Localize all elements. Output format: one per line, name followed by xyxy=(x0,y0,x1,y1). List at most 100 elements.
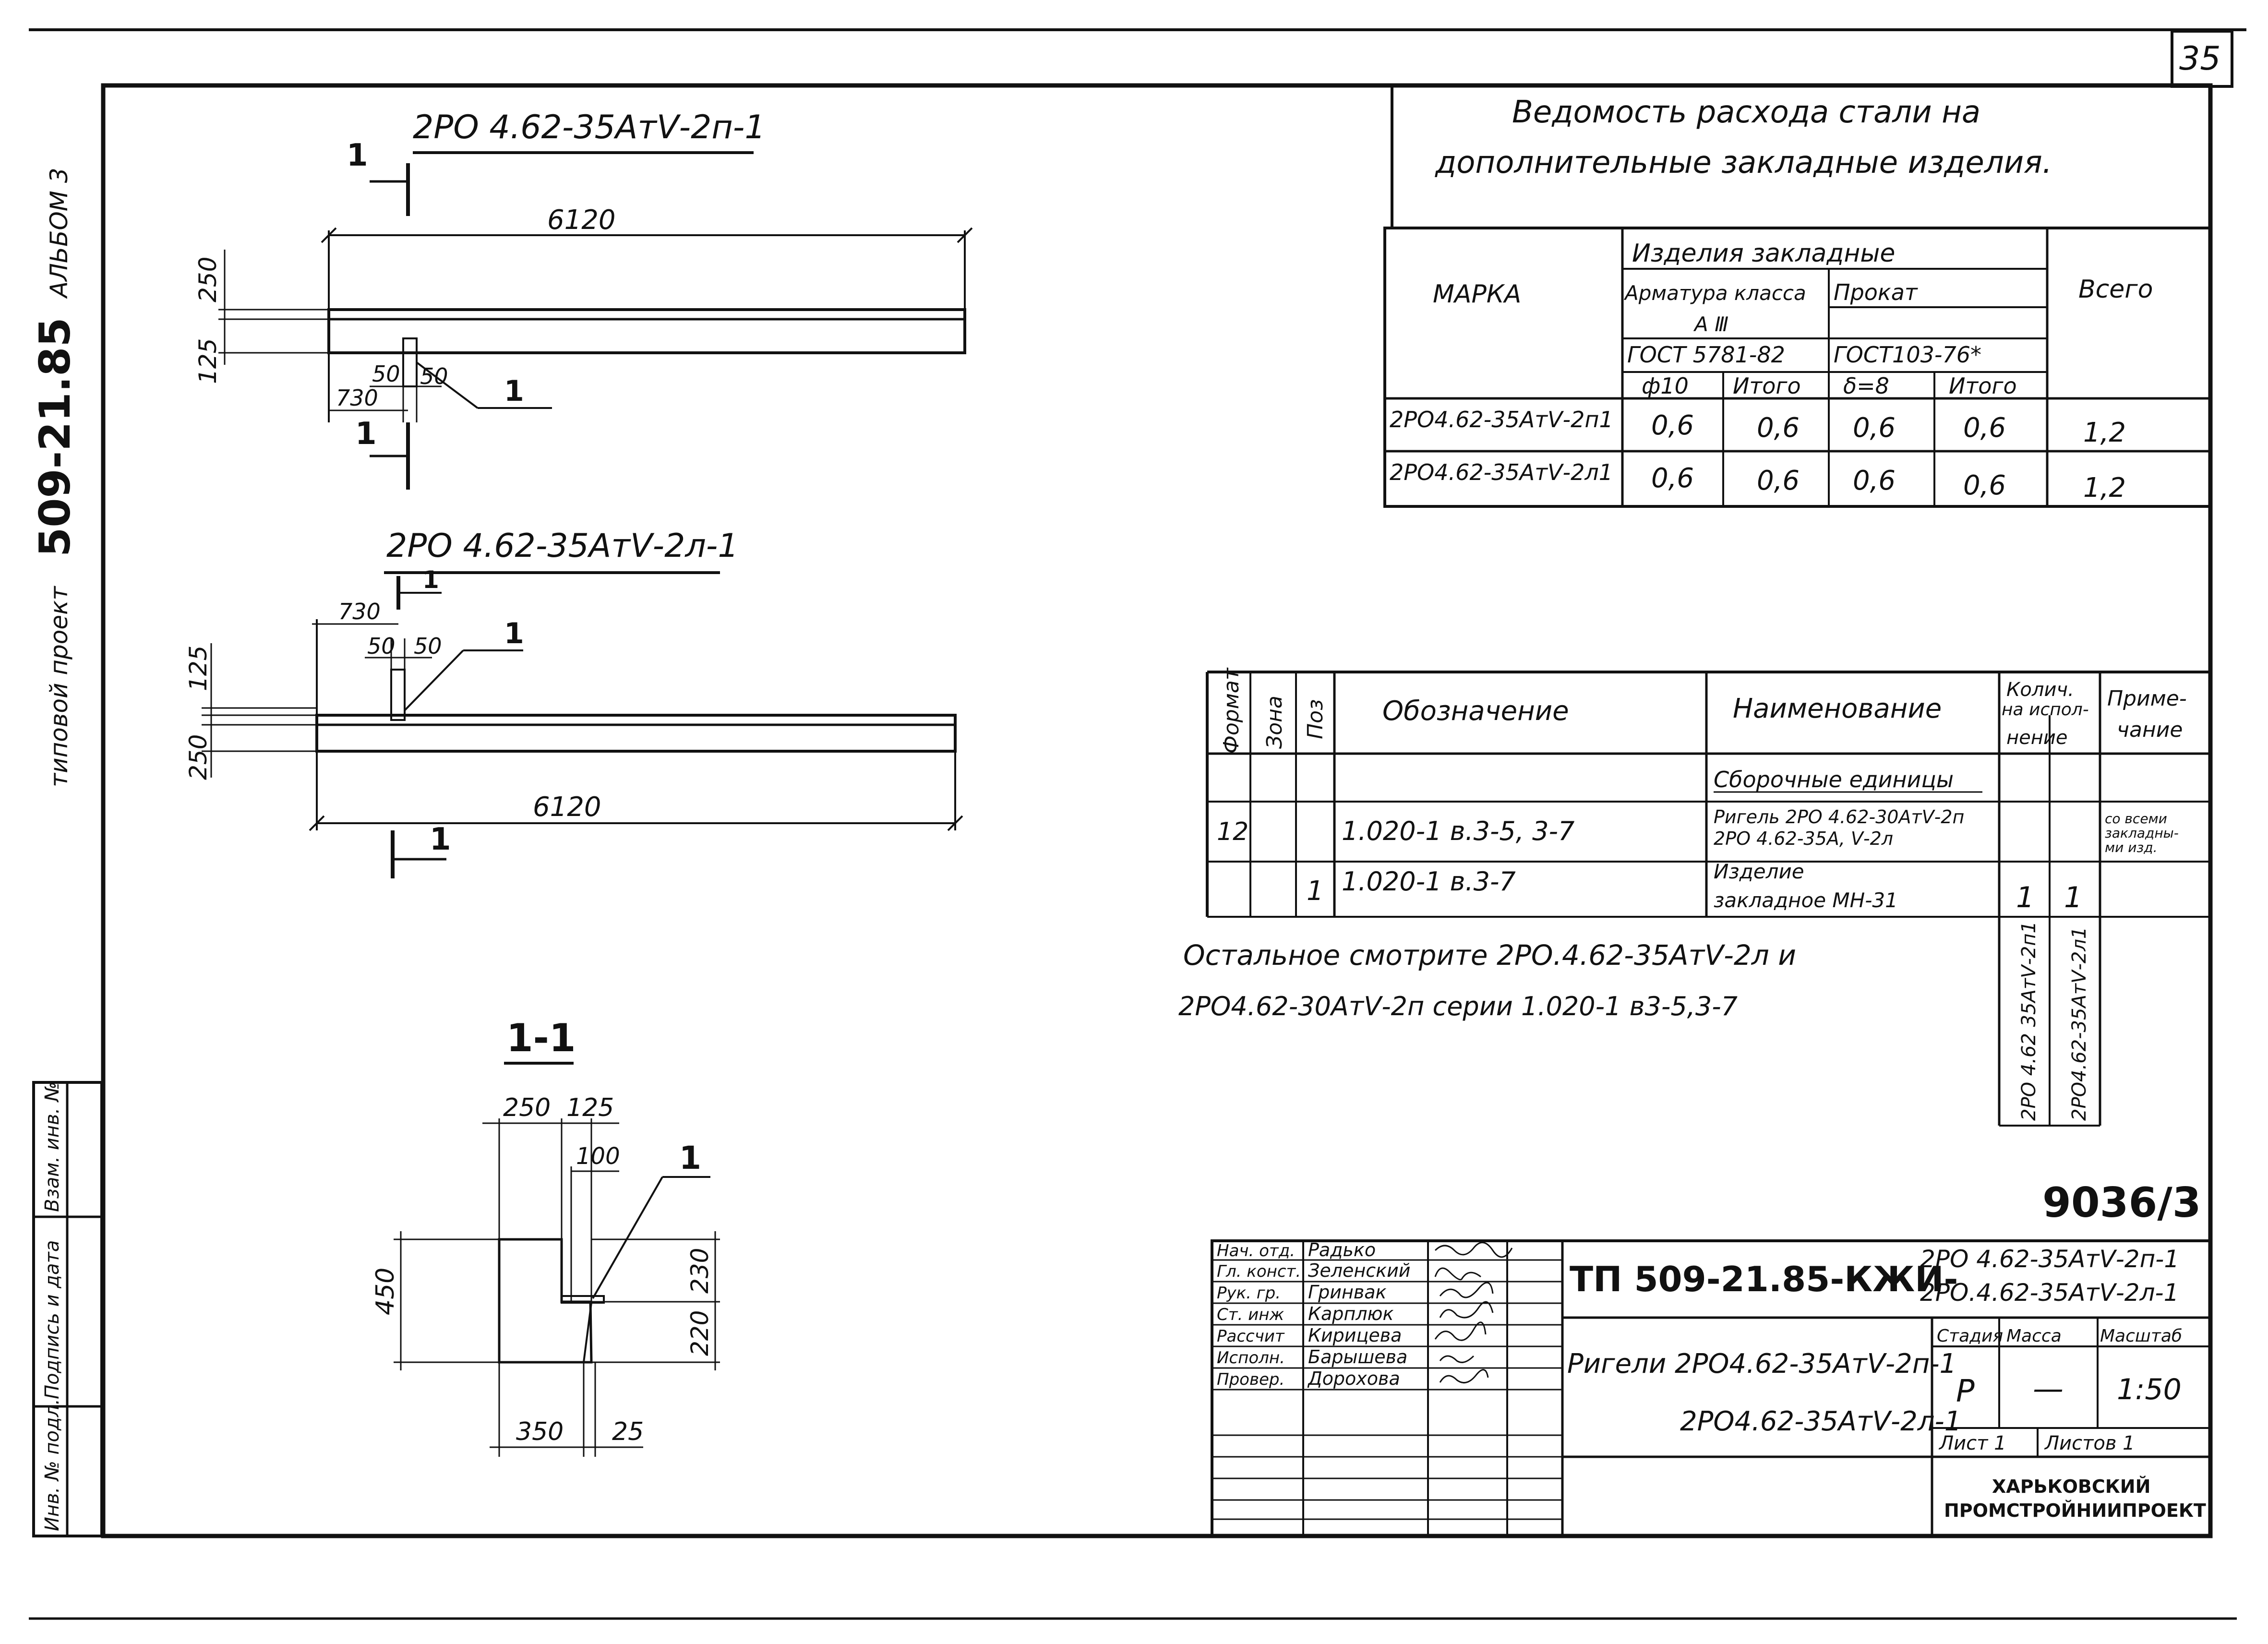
spec-variant-1: 2РО 4.62 35АтⅤ-2п1 xyxy=(2018,921,2040,1121)
tb-role-4: Ст. инж xyxy=(1217,1305,1284,1324)
beam-outline-top xyxy=(327,308,966,354)
steel-header-delta: δ=8 xyxy=(1843,373,1889,399)
spec-header-naimenovanie: Наименование xyxy=(1733,693,1942,724)
spec-row-2-naim-2: закладное МН-31 xyxy=(1714,888,1898,912)
spec-header-kol-3: нение xyxy=(2006,727,2068,749)
spec-row-1-prim-3: ми изд. xyxy=(2105,840,2158,855)
section-dim-125: 125 xyxy=(566,1093,614,1122)
steel-row-1-itogo1: 0,6 xyxy=(1757,412,1800,444)
steel-row-1-marka: 2РО4.62-35АтⅤ-2п1 xyxy=(1390,407,1613,432)
notes: Остальное смотрите 2РО.4.62-35АтⅤ-2л и 2… xyxy=(1178,939,1796,1021)
section-dim-350: 350 xyxy=(516,1417,564,1446)
section-dim-220: 220 xyxy=(686,1310,714,1356)
tb-name-2: Зеленский xyxy=(1308,1260,1411,1281)
plan-view-bottom: 2РО 4.62-35АтⅤ-2л-1 1 1 6120 125 250 50 xyxy=(184,527,963,878)
tb-name-1: Радько xyxy=(1308,1239,1376,1260)
plan-bottom-dim-250: 250 xyxy=(184,734,212,780)
steel-header-armatura-class: А Ⅲ xyxy=(1693,312,1728,336)
title-block: Нач. отд. Радько Гл. конст. Зеленский Ру… xyxy=(1211,1239,2212,1537)
plan-top-title: 2РО 4.62-35АтⅤ-2п-1 xyxy=(413,108,766,146)
beam-outline-bottom xyxy=(315,714,957,753)
section-dim-25: 25 xyxy=(612,1417,644,1446)
tb-role-1: Нач. отд. xyxy=(1217,1241,1295,1260)
spec-row-2-kol-2: 1 xyxy=(2064,881,2082,914)
stamp-inv-podl: Инв. № подл. xyxy=(41,1399,63,1531)
section-title: 1-1 xyxy=(506,1016,576,1060)
plan-top-callout: 1 xyxy=(504,374,524,408)
plan-bottom-callout: 1 xyxy=(504,617,524,650)
note-line-1: Остальное смотрите 2РО.4.62-35АтⅤ-2л и xyxy=(1183,939,1796,972)
plan-bottom-dim-50b: 50 xyxy=(414,633,442,659)
spec-header-format: Формат xyxy=(1219,667,1244,754)
section-view: 1-1 250 125 100 450 230 220 350 2 xyxy=(371,1016,720,1457)
spec-row-1-oboznachenie: 1.020-1 в.3-5, 3-7 xyxy=(1342,816,1574,846)
steel-header-marka: МАРКА xyxy=(1433,280,1521,309)
tb-org-line-1: ХАРЬКОВСКИЙ xyxy=(1992,1476,2150,1497)
plan-bottom-dim-50a: 50 xyxy=(367,633,396,659)
signatures xyxy=(1434,1242,1513,1384)
steel-row-1-delta8: 0,6 xyxy=(1853,412,1896,444)
tb-massa: — xyxy=(2033,1371,2064,1407)
page-number: 35 xyxy=(2179,40,2221,78)
steel-header-phi: ф10 xyxy=(1642,373,1689,399)
tb-role-6: Исполн. xyxy=(1217,1348,1285,1368)
steel-row-2-vsego: 1,2 xyxy=(2083,472,2126,504)
section-dim-230: 230 xyxy=(686,1248,714,1294)
section-dim-450: 450 xyxy=(371,1268,400,1315)
plan-bottom-title: 2РО 4.62-35АтⅤ-2л-1 xyxy=(386,527,739,565)
tb-list: Лист 1 xyxy=(1938,1432,2006,1454)
plan-top-dim-250: 250 xyxy=(194,257,222,302)
stamp-vzam-inv: Взам. инв. № xyxy=(41,1081,63,1212)
spec-row-1-naim-2: 2РО 4.62-35А, Ⅴ-2л xyxy=(1714,828,1893,849)
spec-variant-2: 2РО4.62-35АтⅤ-2л1 xyxy=(2068,927,2090,1121)
section-embedded-plate xyxy=(561,1295,605,1304)
embedded-plate-bottom xyxy=(390,669,406,721)
section-dim-100: 100 xyxy=(576,1143,620,1170)
plan-view-top: 2РО 4.62-35АтⅤ-2п-1 1 1 6120 250 125 50 … xyxy=(194,108,973,490)
main-frame xyxy=(101,83,2213,1538)
tb-name-6: Барышева xyxy=(1308,1346,1407,1368)
spec-header-prim-2: чание xyxy=(2117,718,2183,742)
section-outline xyxy=(498,1238,593,1364)
steel-header-armatura: Арматура класса xyxy=(1623,281,1806,305)
note-line-2: 2РО4.62-30АтⅤ-2п серии 1.020-1 в3-5,3-7 xyxy=(1178,991,1738,1021)
plan-bottom-dim-730: 730 xyxy=(338,599,381,624)
steel-header-group: Изделия закладные xyxy=(1632,239,1895,268)
tb-role-3: Рук. гр. xyxy=(1217,1284,1281,1303)
tb-stadia: Р xyxy=(1956,1374,1975,1409)
plan-bottom-dim-length: 6120 xyxy=(533,792,601,823)
steel-table-title-1: Ведомость расхода стали на xyxy=(1512,95,1980,130)
plan-bottom-dim-125: 125 xyxy=(184,646,212,691)
steel-table-title-2: дополнительные закладные изделия. xyxy=(1435,145,2052,180)
tb-title-line-2: 2РО4.62-35АтⅤ-2л-1 xyxy=(1680,1406,1961,1437)
spec-row-1-naim-1: Ригель 2РО 4.62-30АтⅤ-2п xyxy=(1714,806,1964,828)
steel-table: Ведомость расхода стали на дополнительны… xyxy=(1383,85,2212,508)
album-label: АЛЬБОМ 3 xyxy=(45,168,73,299)
spec-row-1-format: 12 xyxy=(1217,817,1248,846)
tb-marks-line-1: 2РО 4.62-35АтⅤ-2п-1 xyxy=(1920,1245,2179,1273)
tb-masshtab-label: Масштаб xyxy=(2100,1326,2182,1346)
drawing-code: 9036/3 xyxy=(2042,1179,2201,1227)
tb-project-code: ТП 509-21.85-КЖИ- xyxy=(1570,1259,1958,1299)
spec-header-prim-1: Приме- xyxy=(2107,686,2187,711)
tb-title-line-1: Ригели 2РО4.62-35АтⅤ-2п-1 xyxy=(1567,1348,1956,1380)
plan-bottom-section-mark-upper: 1 xyxy=(422,566,439,594)
section-callout: 1 xyxy=(679,1140,701,1176)
spec-header-poz: Поз xyxy=(1303,699,1328,739)
spec-row-2-kol-1: 1 xyxy=(2016,881,2034,914)
steel-row-1-phi10: 0,6 xyxy=(1651,410,1694,441)
tb-role-2: Гл. конст. xyxy=(1217,1262,1301,1281)
steel-row-2-marka: 2РО4.62-35АтⅤ-2л1 xyxy=(1390,459,1613,485)
page-number-box: 35 xyxy=(2171,30,2233,88)
tb-marks-line-2: 2РО.4.62-35АтⅤ-2л-1 xyxy=(1920,1279,2179,1307)
steel-header-itogo-2: Итого xyxy=(1949,373,2017,399)
embedded-plate-top xyxy=(402,337,418,387)
plan-top-dim-730: 730 xyxy=(336,385,378,411)
spec-row-1-prim-1: со всеми xyxy=(2105,811,2167,827)
tb-name-3: Гринвак xyxy=(1308,1282,1387,1303)
steel-header-gost-a: ГОСТ 5781-82 xyxy=(1627,342,1785,368)
steel-header-gost-b: ГОСТ103-76* xyxy=(1834,342,1981,368)
tb-stadia-label: Стадия xyxy=(1937,1326,2003,1346)
tb-name-5: Кирицева xyxy=(1308,1325,1402,1346)
